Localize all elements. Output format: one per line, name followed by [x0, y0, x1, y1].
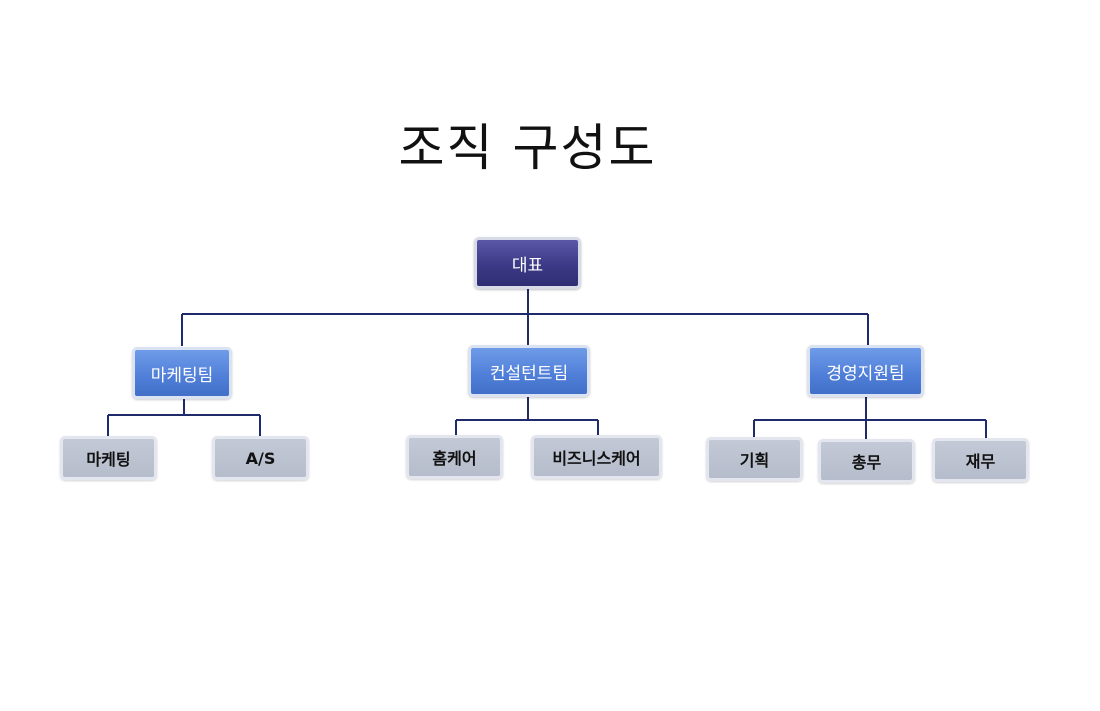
org-node-marketing: 마케팅 [60, 436, 157, 480]
org-node-label: A/S [245, 448, 276, 468]
org-node-team-marketing: 마케팅팀 [132, 347, 232, 399]
org-node-general-affairs: 총무 [818, 439, 915, 483]
org-node-label: 마케팅팀 [150, 365, 214, 386]
org-node-as: A/S [212, 436, 309, 480]
org-node-label: 마케팅 [86, 450, 131, 469]
org-node-ceo: 대표 [474, 237, 581, 289]
org-node-planning: 기획 [706, 437, 803, 481]
org-node-label: 총무 [851, 453, 882, 472]
org-node-finance: 재무 [932, 438, 1029, 482]
org-node-label: 기획 [739, 451, 770, 470]
page-title: 조직 구성도 [398, 119, 657, 177]
org-node-label: 경영지원팀 [826, 363, 905, 384]
org-node-label: 비즈니스케어 [552, 449, 641, 468]
org-node-label: 재무 [965, 452, 996, 471]
org-node-homecare: 홈케어 [406, 435, 503, 479]
org-node-label: 홈케어 [432, 449, 477, 468]
org-node-label: 대표 [511, 255, 544, 276]
org-node-team-consultant: 컨설턴트팀 [468, 345, 590, 397]
org-node-label: 컨설턴트팀 [489, 363, 569, 384]
org-node-businesscare: 비즈니스케어 [531, 435, 662, 479]
org-node-team-management: 경영지원팀 [807, 345, 924, 397]
